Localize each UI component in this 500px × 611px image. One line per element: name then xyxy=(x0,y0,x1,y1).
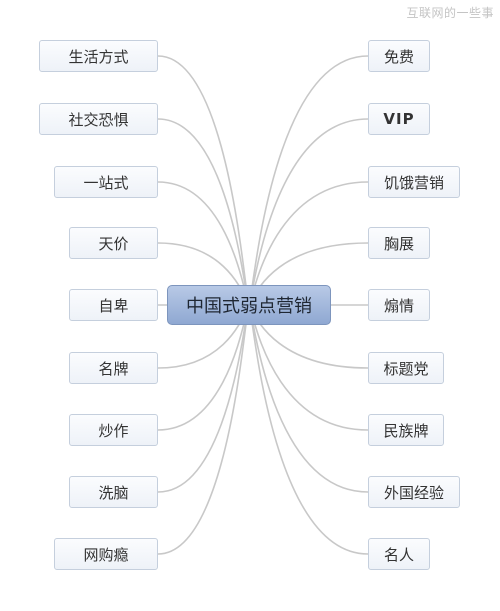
topic-node-left[interactable]: 社交恐惧 xyxy=(39,103,158,135)
topic-label: 炒作 xyxy=(98,421,129,440)
topic-node-left[interactable]: 名牌 xyxy=(69,352,158,384)
topic-label: VIP xyxy=(383,110,415,128)
topic-node-left[interactable]: 网购瘾 xyxy=(54,538,158,570)
topic-label: 煽情 xyxy=(383,296,414,315)
connector-right-9 xyxy=(248,304,369,555)
topic-node-left[interactable]: 炒作 xyxy=(69,414,158,446)
connector-left-9 xyxy=(157,304,250,555)
topic-node-right[interactable]: 免费 xyxy=(368,40,430,72)
topic-label: 一站式 xyxy=(83,173,129,192)
topic-label: 免费 xyxy=(383,47,414,66)
topic-label: 外国经验 xyxy=(383,483,444,502)
central-topic[interactable]: 中国式弱点营销 xyxy=(167,285,331,325)
topic-label: 洗脑 xyxy=(98,483,129,502)
connector-right-2 xyxy=(248,118,369,306)
topic-label: 生活方式 xyxy=(68,47,129,66)
topic-node-right[interactable]: 民族牌 xyxy=(368,414,444,446)
connector-right-8 xyxy=(248,304,369,493)
topic-node-left[interactable]: 生活方式 xyxy=(39,40,158,72)
topic-node-left[interactable]: 自卑 xyxy=(69,289,158,321)
topic-label: 名人 xyxy=(383,545,414,564)
watermark: 互联网的一些事 xyxy=(406,6,494,20)
central-topic-label: 中国式弱点营销 xyxy=(186,296,312,317)
topic-node-right[interactable]: 标题党 xyxy=(368,352,444,384)
topic-label: 社交恐惧 xyxy=(68,110,129,129)
topic-node-right[interactable]: 煽情 xyxy=(368,289,430,321)
topic-node-right[interactable]: 胸展 xyxy=(368,227,430,259)
topic-node-right[interactable]: 名人 xyxy=(368,538,430,570)
topic-node-right[interactable]: VIP xyxy=(368,103,430,135)
topic-label: 自卑 xyxy=(98,296,129,315)
topic-node-left[interactable]: 洗脑 xyxy=(69,476,158,508)
topic-label: 标题党 xyxy=(383,359,429,378)
topic-node-right[interactable]: 外国经验 xyxy=(368,476,460,508)
connector-left-1 xyxy=(157,55,250,306)
topic-label: 天价 xyxy=(98,234,129,253)
topic-label: 名牌 xyxy=(98,359,129,378)
connector-right-1 xyxy=(248,55,369,306)
topic-node-left[interactable]: 天价 xyxy=(69,227,158,259)
topic-label: 胸展 xyxy=(383,234,414,253)
topic-node-right[interactable]: 饥饿营销 xyxy=(368,166,460,198)
topic-label: 民族牌 xyxy=(383,421,429,440)
topic-label: 饥饿营销 xyxy=(383,173,444,192)
topic-node-left[interactable]: 一站式 xyxy=(54,166,158,198)
topic-label: 网购瘾 xyxy=(83,545,129,564)
